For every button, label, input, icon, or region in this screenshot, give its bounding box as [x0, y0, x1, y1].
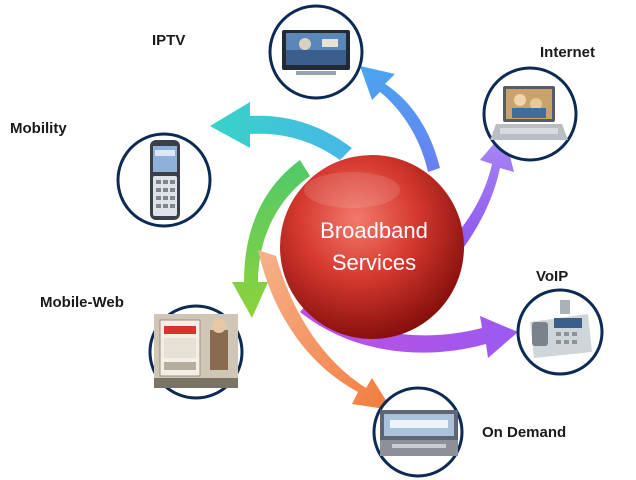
voip-node [516, 288, 604, 376]
mobile-phone-icon [150, 140, 180, 220]
voip-label: VoIP [536, 268, 569, 285]
arrow-to-mobile-web [232, 160, 310, 318]
arrow-to-on-demand [258, 250, 392, 410]
on-demand-label: On Demand [482, 424, 567, 441]
billboard-icon [154, 314, 238, 388]
broadband-services-sphere: Broadband Services [280, 155, 464, 339]
center-title-line2: Services [332, 250, 416, 275]
laptop-icon [490, 86, 568, 140]
arrow-to-mobility [210, 102, 352, 160]
center-title-line1: Broadband [320, 218, 428, 243]
arrow-to-iptv [360, 66, 440, 172]
internet-node [482, 66, 578, 162]
arrow-to-voip [300, 298, 518, 358]
mobility-label: Mobility [10, 120, 67, 137]
on-demand-node [372, 386, 464, 478]
mobility-node [116, 132, 212, 228]
internet-label: Internet [540, 44, 596, 61]
iptv-node [268, 4, 364, 100]
video-screen-icon [380, 410, 458, 456]
flat-screen-tv-icon [282, 30, 350, 75]
mobile-web-node [148, 304, 244, 400]
arrow-to-internet [452, 132, 514, 250]
desk-phone-icon [530, 300, 592, 358]
mobile-web-label: Mobile-Web [40, 294, 124, 311]
iptv-label: IPTV [152, 32, 186, 49]
